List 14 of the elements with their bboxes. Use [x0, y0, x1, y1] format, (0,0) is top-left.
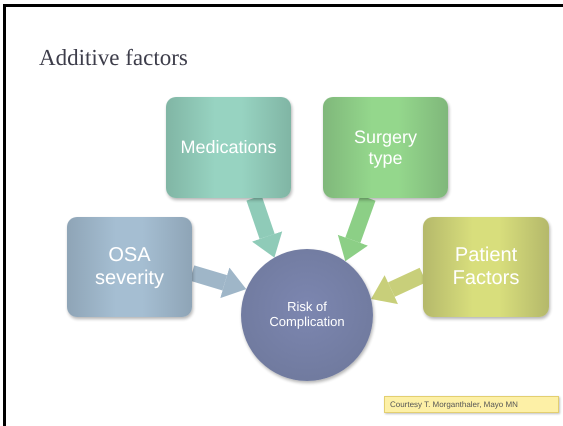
node-label: OSA severity	[94, 244, 165, 290]
block-arrow	[190, 265, 246, 298]
node-label: Risk of Complication	[268, 300, 346, 330]
credit-note: Courtesy T. Morganthaler, Mayo MN	[384, 396, 559, 413]
factor-box	[423, 217, 549, 317]
node-label: Surgery type	[352, 126, 418, 168]
factor-box	[67, 217, 192, 317]
block-arrow	[338, 195, 376, 262]
node-label: Patient Factors	[452, 244, 520, 290]
factor-box	[166, 97, 291, 198]
factor-box	[323, 97, 448, 198]
node-label: Medications	[180, 137, 277, 158]
slide-title: Additive factors	[39, 45, 188, 71]
block-arrow	[246, 195, 282, 258]
